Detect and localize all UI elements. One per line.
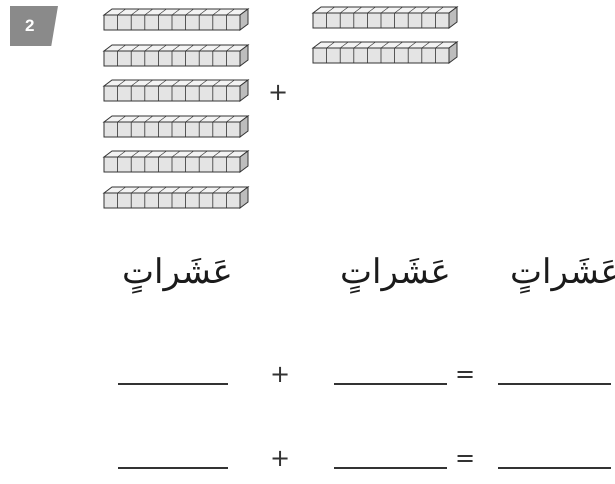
answer-blank-2a[interactable]: [118, 467, 228, 469]
answer-blank-2c[interactable]: [498, 467, 611, 469]
answer-blank-1c[interactable]: [498, 383, 611, 385]
group-a-tens-rod-2: [102, 43, 250, 68]
plus-sign-1: +: [269, 360, 291, 388]
equals-sign-1: =: [454, 360, 476, 388]
group-b-tens-rod-2: [311, 41, 459, 65]
tens-rods-group-b: [311, 6, 462, 86]
group-a-tens-rod-6: [102, 185, 250, 210]
group-a-tens-rod-4: [102, 114, 250, 139]
tens-rods-group-a: [102, 8, 253, 218]
tens-label-left: عَشَراتٍ: [122, 252, 233, 292]
answer-blank-2b[interactable]: [334, 467, 447, 469]
plus-sign-2: +: [269, 444, 291, 472]
model-plus-sign: +: [267, 78, 289, 106]
group-a-tens-rod-5: [102, 150, 250, 174]
group-b-tens-rod-1: [311, 6, 459, 30]
answer-blank-1b[interactable]: [334, 383, 447, 385]
group-a-tens-rod-1: [102, 8, 250, 32]
tens-label-middle: عَشَراتٍ: [340, 252, 451, 292]
answer-blank-1a[interactable]: [118, 383, 228, 385]
group-a-tens-rod-3: [102, 79, 250, 103]
equals-sign-2: =: [454, 444, 476, 472]
problem-number-badge: 2: [10, 6, 58, 46]
tens-label-right: عَشَراتٍ: [510, 252, 615, 292]
